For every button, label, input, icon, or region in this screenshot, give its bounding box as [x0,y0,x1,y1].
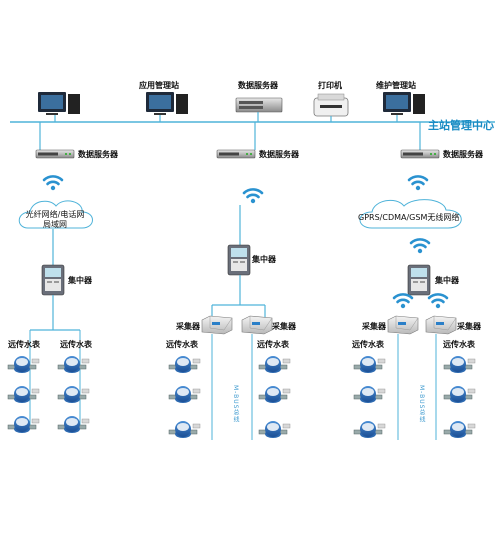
branch3-network-label: GPRS/CDMA/GSM无线网络 [358,213,460,222]
branch1-wifi-icon [42,175,64,192]
branch1-server-label: 数据服务器 [78,150,118,159]
pc-left-icon [38,92,80,122]
printer-icon [313,93,349,122]
branch2-concentrator-label: 集中器 [252,255,276,264]
branch2-meter-label-right: 远传水表 [257,340,289,349]
branch2-meter-label-left: 远传水表 [166,340,198,349]
branch1-network-label: 光纤网络/电话网 局域网 [25,210,85,229]
branch2-server-icon [216,149,256,159]
branch3-wifi-icon-right [427,293,449,310]
branch3-wifi-icon-mid [409,238,431,255]
branch2-wifi-icon [242,188,264,205]
app-station-label: 应用管理站 [139,81,179,90]
branch1-concentrator-label: 集中器 [68,276,92,285]
branch3-wifi-icon-left [392,293,414,310]
app-station-pc-icon [146,92,188,122]
branch3-collector-label-left: 采集器 [362,322,386,331]
branch2-collector-label-left: 采集器 [176,322,200,331]
branch2-meters [168,355,291,439]
branch3-collector-right-icon [425,315,457,335]
branch1-meters [7,355,90,434]
branch2-collector-right-icon [241,315,273,335]
branch3-concentrator-label: 集中器 [435,276,459,285]
branch2-server-label: 数据服务器 [259,150,299,159]
db-server-top-icon [235,97,283,122]
branch1-server-icon [35,149,75,159]
branch3-bus-label: M-BUS总线 [418,385,425,424]
branch2-collector-label-right: 采集器 [272,322,296,331]
branch2-collector-left-icon [201,315,233,335]
branch1-meter-label-right: 远传水表 [60,340,92,349]
branch3-collector-label-right: 采集器 [457,322,481,331]
branch2-bus-label: M-BUS总线 [232,385,239,424]
branch3-server-label: 数据服务器 [443,150,483,159]
maint-station-pc-icon [383,92,425,122]
db-server-top-label: 数据服务器 [238,81,278,90]
branch3-server-icon [400,149,440,159]
maint-station-label: 维护管理站 [376,81,416,90]
branch3-meter-label-right: 远传水表 [443,340,475,349]
branch3-concentrator-icon [407,264,431,296]
branch3-collector-left-icon [387,315,419,335]
branch1-cloud [18,200,93,229]
branch3-cloud [359,199,462,229]
printer-label: 打印机 [318,81,342,90]
branch2-concentrator-icon [227,244,251,276]
branch3-wifi-icon-top [407,175,429,192]
main-center-label: 主站管理中心 [428,119,494,132]
branch3-meters [353,355,476,439]
branch3-meter-label-left: 远传水表 [352,340,384,349]
branch1-meter-label-left: 远传水表 [8,340,40,349]
branch1-concentrator-icon [41,264,65,296]
